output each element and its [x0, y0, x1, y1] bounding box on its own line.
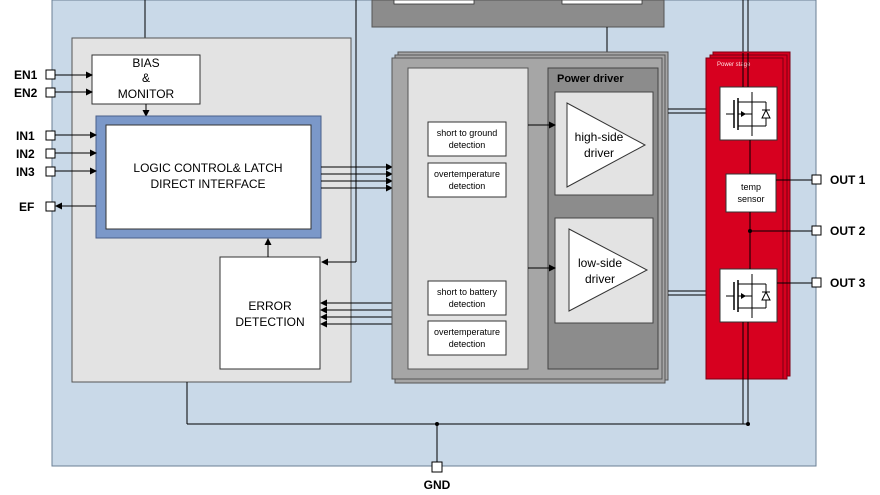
pin-in3: IN3 [16, 165, 35, 179]
temp-sensor-label-1: temp [741, 182, 761, 192]
pin-gnd: GND [424, 478, 451, 492]
svg-text:short to ground: short to ground [437, 128, 498, 138]
detection-box-short-to-battery: short to battery detection [427, 280, 507, 316]
svg-text:detection: detection [449, 181, 486, 191]
svg-text:short to battery: short to battery [437, 287, 498, 297]
bias-label-2: & [142, 71, 150, 85]
detection-column [407, 67, 529, 370]
high-side-driver-label-2: driver [584, 146, 614, 160]
low-side-driver-label-2: driver [585, 272, 615, 286]
pin-out1: OUT 1 [830, 173, 866, 187]
gnd-pin [431, 461, 443, 473]
detection-box-short-to-ground: short to ground detection [427, 121, 507, 157]
pin-ef: EF [19, 200, 34, 214]
temp-sensor-box [725, 173, 777, 213]
logic-control-label-1: LOGIC CONTROL& LATCH [133, 161, 282, 175]
power-driver-title: Power driver [557, 73, 624, 85]
low-side-mosfet-icon [719, 268, 778, 323]
pin-in2: IN2 [16, 147, 35, 161]
detection-box-overtemperature-high: overtemperature detection [427, 162, 507, 198]
error-detection-label-2: DETECTION [235, 315, 304, 329]
low-side-driver-label-1: low-side [578, 256, 622, 270]
pin-en1: EN1 [14, 68, 38, 82]
logic-control-box [105, 124, 312, 230]
svg-text:detection: detection [449, 299, 486, 309]
pin-out3: OUT 3 [830, 276, 866, 290]
error-detection-box [219, 256, 321, 370]
pin-en2: EN2 [14, 86, 38, 100]
detection-box-overtemperature-low: overtemperature detection [427, 320, 507, 356]
bias-label-1: BIAS [132, 56, 159, 70]
error-detection-label-1: ERROR [248, 299, 292, 313]
svg-text:overtemperature: overtemperature [434, 327, 500, 337]
right-pins [811, 174, 822, 288]
temp-sensor-label-2: sensor [737, 194, 764, 204]
high-side-mosfet-icon [719, 86, 778, 141]
svg-text:detection: detection [449, 339, 486, 349]
top-block [371, 0, 665, 28]
svg-text:detection: detection [449, 140, 486, 150]
svg-text:overtemperature: overtemperature [434, 169, 500, 179]
power-stage-title: Power stage [717, 62, 751, 68]
left-pins [45, 69, 56, 212]
pin-out2: OUT 2 [830, 224, 866, 238]
bias-label-3: MONITOR [118, 87, 175, 101]
pin-in1: IN1 [16, 129, 35, 143]
high-side-driver-label-1: high-side [575, 130, 624, 144]
logic-control-label-2: DIRECT INTERFACE [150, 177, 265, 191]
